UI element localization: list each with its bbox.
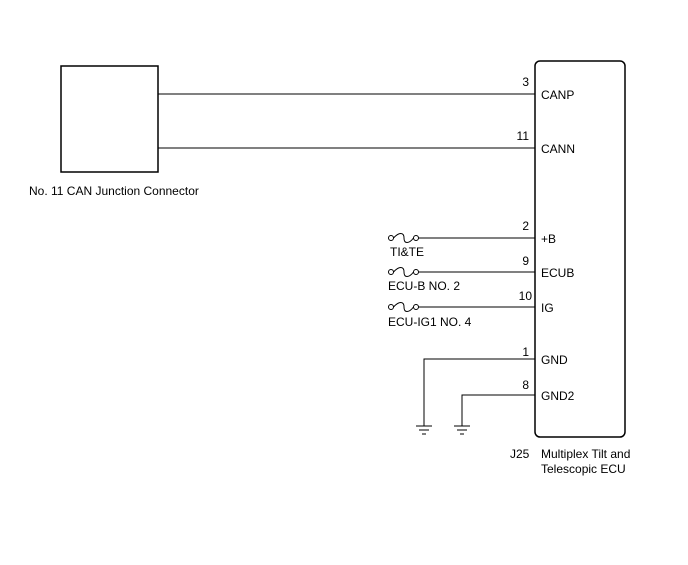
pin-number-cann: 11 — [517, 129, 530, 143]
signal-ig: IG — [541, 301, 554, 315]
fuse-ecu-ig1-no4-icon — [388, 302, 419, 312]
signal-plus-b: +B — [541, 232, 556, 246]
ground-icon — [454, 425, 470, 435]
fuse-ti-te-icon — [388, 233, 419, 243]
ground-icon — [416, 425, 432, 435]
signal-cann: CANN — [541, 142, 575, 156]
signal-gnd: GND — [541, 353, 568, 367]
signal-gnd2: GND2 — [541, 389, 575, 403]
signal-canp: CANP — [541, 88, 574, 102]
pin-number-canp: 3 — [522, 75, 529, 89]
ecu-name-line2: Telescopic ECU — [541, 462, 626, 476]
fuse-label-ecu-b-no2: ECU-B NO. 2 — [388, 279, 460, 293]
pin-number-plus-b: 2 — [522, 219, 529, 233]
pin-number-gnd: 1 — [522, 345, 529, 359]
fuse-ecu-b-no2-icon — [388, 267, 419, 277]
ecu-box — [534, 60, 626, 438]
fuse-label-ecu-ig1-no4: ECU-IG1 NO. 4 — [388, 315, 472, 329]
wire-gnd2 — [461, 394, 535, 426]
junction-connector-box — [60, 65, 159, 173]
pin-number-ig: 10 — [519, 289, 533, 303]
pin-number-ecub: 9 — [522, 254, 529, 268]
ecu-name-line1: Multiplex Tilt and — [541, 447, 630, 461]
pin-number-gnd2: 8 — [522, 378, 529, 392]
ecu-code: J25 — [510, 447, 530, 461]
junction-connector-label: No. 11 CAN Junction Connector — [29, 184, 199, 198]
fuse-label-ti-te: TI&TE — [390, 245, 424, 259]
wire-gnd — [423, 358, 535, 426]
signal-ecub: ECUB — [541, 266, 574, 280]
